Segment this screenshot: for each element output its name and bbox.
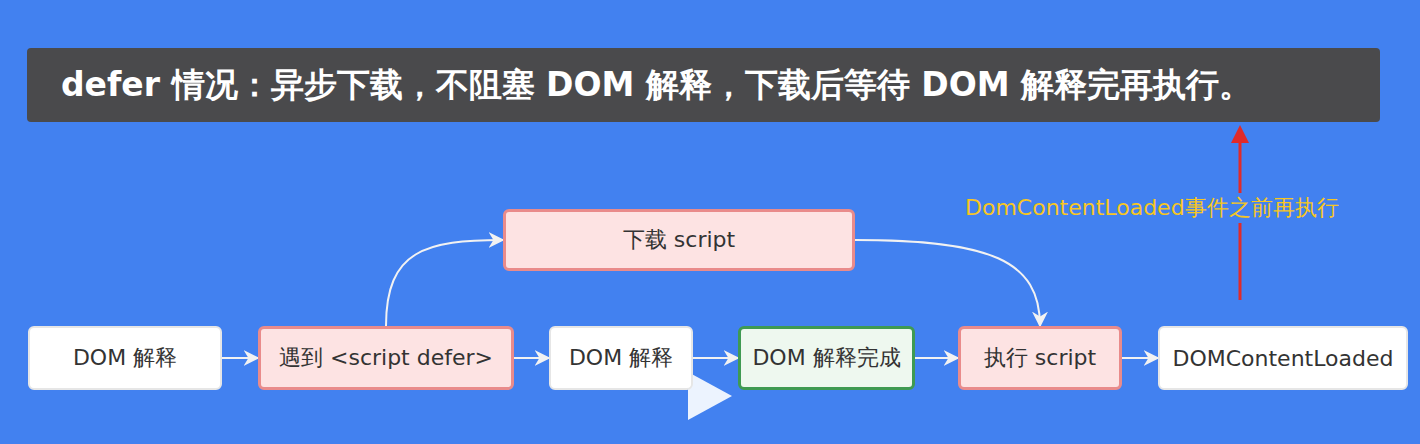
box-label: 下载 script bbox=[623, 225, 735, 255]
process-box: 执行 script bbox=[958, 326, 1122, 390]
annotation-note: DomContentLoaded事件之前再执行 bbox=[963, 193, 1341, 223]
process-box: DOM 解释 bbox=[28, 326, 222, 390]
box-label: DOMContentLoaded bbox=[1172, 346, 1393, 371]
title-bar: defer 情况：异步下载，不阻塞 DOM 解释，下载后等待 DOM 解释完再执… bbox=[27, 48, 1380, 122]
flow-arrow bbox=[1122, 357, 1158, 359]
process-box: DOM 解释完成 bbox=[738, 326, 915, 390]
process-box: 遇到 <script defer> bbox=[258, 326, 514, 390]
title-text: defer 情况：异步下载，不阻塞 DOM 解释，下载后等待 DOM 解释完再执… bbox=[61, 63, 1252, 108]
flow-arrow bbox=[915, 357, 958, 359]
box-label: DOM 解释 bbox=[73, 343, 177, 373]
box-label: 遇到 <script defer> bbox=[279, 343, 493, 373]
flow-arrow bbox=[514, 357, 549, 359]
process-box: DOMContentLoaded bbox=[1158, 326, 1408, 390]
process-box: DOM 解释 bbox=[549, 326, 693, 390]
play-icon bbox=[688, 372, 732, 420]
box-label: DOM 解释完成 bbox=[752, 343, 900, 373]
flow-arrow bbox=[222, 357, 258, 359]
box-label: DOM 解释 bbox=[569, 343, 673, 373]
process-box: 下载 script bbox=[503, 209, 855, 271]
flow-arrow bbox=[386, 240, 503, 326]
box-label: 执行 script bbox=[984, 343, 1096, 373]
flow-arrow bbox=[693, 357, 738, 359]
flow-arrow bbox=[855, 240, 1040, 326]
